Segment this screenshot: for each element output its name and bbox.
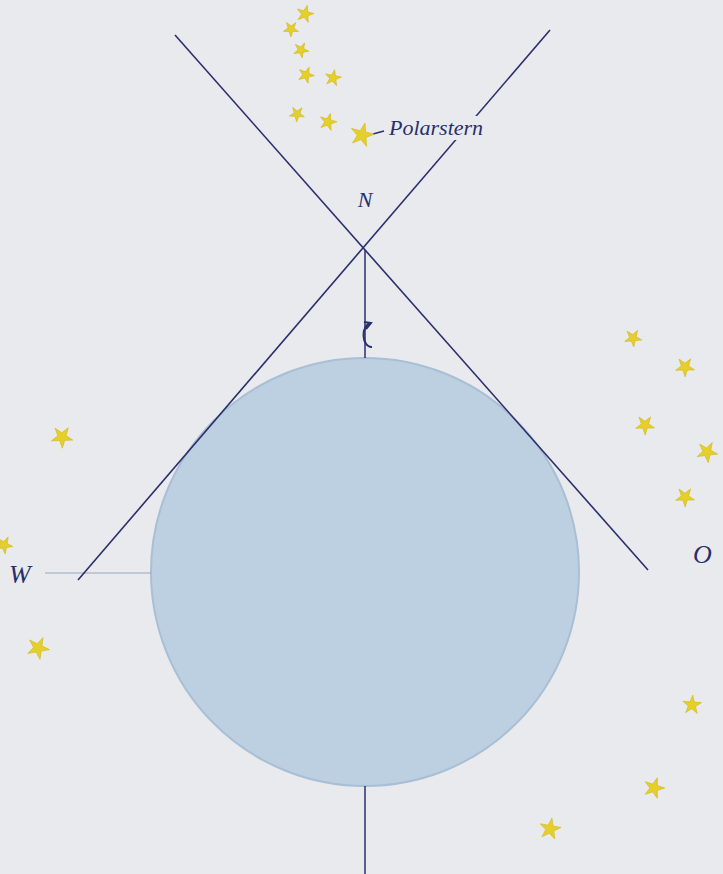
star [24, 633, 53, 661]
star [291, 40, 311, 60]
star [296, 64, 317, 84]
star [633, 411, 659, 436]
rotation-arrow [363, 323, 372, 347]
star [0, 533, 16, 555]
leader-line [373, 131, 384, 134]
sight-line [78, 30, 550, 580]
star-label: Polarstern [386, 116, 486, 140]
star [673, 353, 699, 378]
pole-label: N [355, 188, 376, 212]
star [324, 68, 343, 86]
sight-line [175, 35, 648, 570]
star-field [0, 3, 721, 840]
star [48, 422, 77, 451]
star [642, 775, 667, 800]
star [682, 694, 702, 713]
earth-globe [151, 358, 579, 786]
rotation-axis [364, 786, 366, 874]
star [287, 103, 308, 124]
star [538, 816, 562, 840]
star [318, 111, 339, 131]
direction-label: O [690, 541, 715, 569]
star [622, 326, 645, 349]
direction-label: W [6, 561, 34, 589]
rotation-arrow [364, 322, 371, 329]
star [694, 438, 721, 465]
equator-line [45, 573, 151, 574]
star [673, 483, 699, 508]
star [295, 3, 316, 23]
star [281, 18, 302, 38]
star [348, 120, 376, 147]
